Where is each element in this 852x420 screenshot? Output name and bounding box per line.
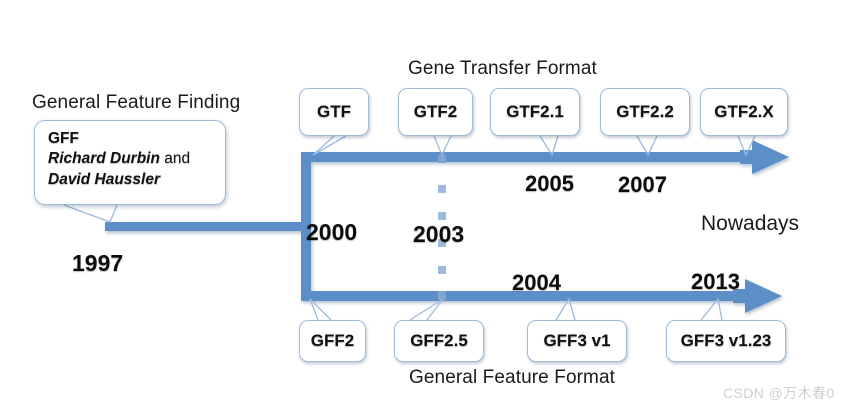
tail-gff25 bbox=[409, 298, 444, 321]
tail-gtf2x bbox=[737, 135, 756, 157]
callout-gff3-v1-23: GFF3 v1.23 bbox=[666, 320, 786, 362]
callout-gff-origin: GFF Richard Durbin and David Haussler bbox=[34, 120, 226, 205]
title-gene-transfer-format: Gene Transfer Format bbox=[408, 58, 597, 79]
year-label-2013: 2013 bbox=[691, 269, 740, 294]
timeline-branch-top bbox=[301, 152, 761, 162]
callout-gtf2: GTF2 bbox=[398, 88, 473, 136]
tail-gff3v1 bbox=[555, 297, 576, 321]
gff-origin-name: GFF bbox=[48, 130, 79, 147]
year-label-2005: 2005 bbox=[525, 171, 574, 196]
csdn-watermark: CSDN @万木春0 bbox=[723, 385, 835, 401]
year-label-1997: 1997 bbox=[72, 250, 124, 276]
timeline-stem-1997 bbox=[105, 222, 310, 231]
timeline-arrow-bottom bbox=[733, 279, 782, 313]
year-label-2004: 2004 bbox=[512, 270, 561, 295]
callout-gtf2-x: GTF2.X bbox=[700, 88, 788, 136]
year-label-2003: 2003 bbox=[413, 221, 465, 247]
callout-gtf: GTF bbox=[299, 88, 369, 136]
tail-gtf21 bbox=[539, 135, 559, 157]
year-label-2007: 2007 bbox=[618, 172, 667, 197]
callout-gff3-v1: GFF3 v1 bbox=[527, 320, 627, 362]
gff-origin-conjunction: and bbox=[159, 150, 191, 168]
timeline-arrow-top bbox=[740, 140, 789, 174]
tail-gff3v123 bbox=[700, 297, 723, 321]
tail-gtf2 bbox=[433, 135, 452, 157]
tail-gff2 bbox=[309, 298, 332, 321]
callout-gff2: GFF2 bbox=[299, 320, 366, 362]
nowadays-label: Nowadays bbox=[701, 212, 800, 235]
tail-gff-origin bbox=[63, 204, 118, 223]
year-label-2000: 2000 bbox=[306, 219, 358, 245]
callout-gtf2-2: GTF2.2 bbox=[600, 88, 690, 136]
gff-origin-author-2: David Haussler bbox=[48, 170, 160, 188]
tail-gtf22 bbox=[636, 135, 658, 157]
callout-gtf2-1: GTF2.1 bbox=[490, 88, 580, 136]
tail-gtf bbox=[312, 135, 347, 156]
gff-origin-author-1: Richard Durbin bbox=[48, 150, 160, 168]
callout-gff2-5: GFF2.5 bbox=[394, 320, 484, 362]
title-general-feature-format: General Feature Format bbox=[409, 367, 616, 388]
title-general-feature-finding: General Feature Finding bbox=[32, 92, 241, 113]
